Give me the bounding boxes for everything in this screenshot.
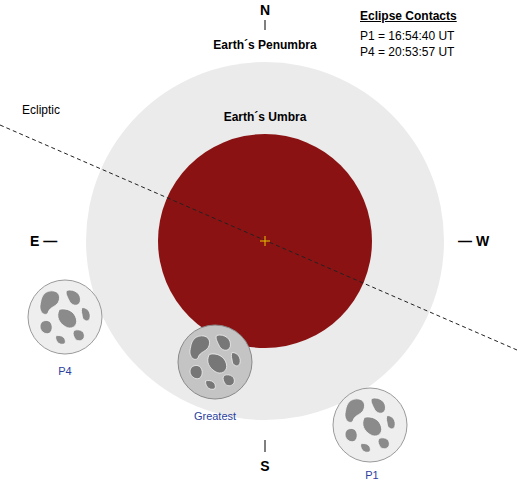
- moon-disc: [27, 279, 103, 355]
- shadow-label: Earth´s Umbra: [224, 111, 307, 125]
- moon-label: P4: [58, 365, 71, 378]
- moon-position: P4: [27, 279, 103, 355]
- compass-north: N: [260, 2, 270, 18]
- ecliptic-label: Ecliptic: [22, 104, 60, 118]
- moon-label: Greatest: [194, 410, 236, 423]
- contact-time: P1 = 16:54:40 UT: [360, 30, 454, 44]
- moon-label: P1: [365, 469, 378, 482]
- shadow-label: Earth´s Penumbra: [213, 39, 316, 53]
- moon-position: P1: [332, 387, 408, 463]
- moon-disc: [332, 387, 408, 463]
- contact-time: P4 = 20:53:57 UT: [360, 46, 454, 60]
- moon-disc: [177, 324, 253, 400]
- moon-position: Greatest: [177, 324, 253, 400]
- compass-south: S: [260, 458, 269, 474]
- compass-east: E —: [30, 233, 57, 249]
- compass-west: — W: [458, 233, 489, 249]
- contacts-heading: Eclipse Contacts: [360, 10, 457, 24]
